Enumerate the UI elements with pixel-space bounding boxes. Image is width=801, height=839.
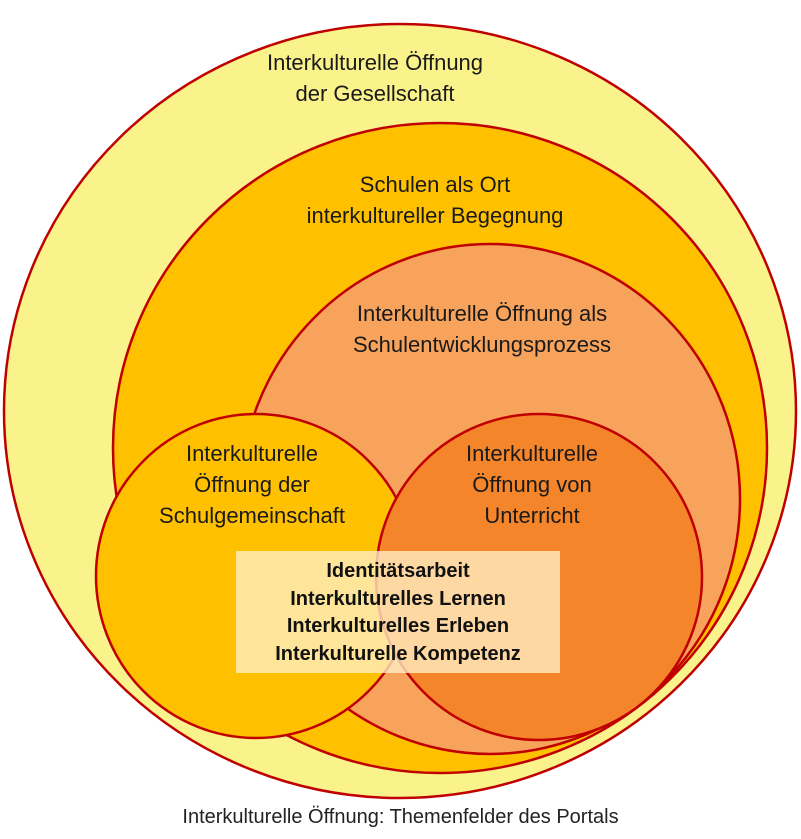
label-teaching: Interkulturelle Öffnung von Unterricht [382,438,682,531]
label-development-line1: Interkulturelle Öffnung als [356,301,608,326]
label-teaching-line1: Interkulturelle [465,441,599,466]
label-community-line1: Interkulturelle [185,441,319,466]
center-box-line2: Interkulturelles Lernen [290,587,506,610]
label-teaching-line2: Öffnung von [472,472,592,497]
caption: Interkulturelle Öffnung: Themenfelder de… [182,806,619,828]
label-schools-line2: interkultureller Begegnung [306,203,564,228]
label-society: Interkulturelle Öffnung der Gesellschaft [175,47,575,109]
center-box-line4: Interkulturelle Kompetenz [275,642,521,665]
label-teaching-line3: Unterricht [484,503,580,528]
label-development-line2: Schulentwicklungsprozess [352,332,612,357]
label-society-line1: Interkulturelle Öffnung [266,50,484,75]
label-community-line2: Öffnung der [194,472,310,497]
label-schools-line1: Schulen als Ort [359,172,511,197]
label-development: Interkulturelle Öffnung als Schulentwick… [282,298,682,360]
label-society-line2: der Gesellschaft [295,81,455,106]
label-community: Interkulturelle Öffnung der Schulgemeins… [102,438,402,531]
center-box [236,551,560,673]
label-community-line3: Schulgemeinschaft [159,503,345,528]
center-box-line3: Interkulturelles Erleben [286,615,510,637]
center-box-line1: Identitätsarbeit [326,560,470,582]
label-schools: Schulen als Ort interkultureller Begegnu… [235,169,635,231]
center-box-text: Identitätsarbeit Interkulturelles Lernen… [236,558,560,668]
